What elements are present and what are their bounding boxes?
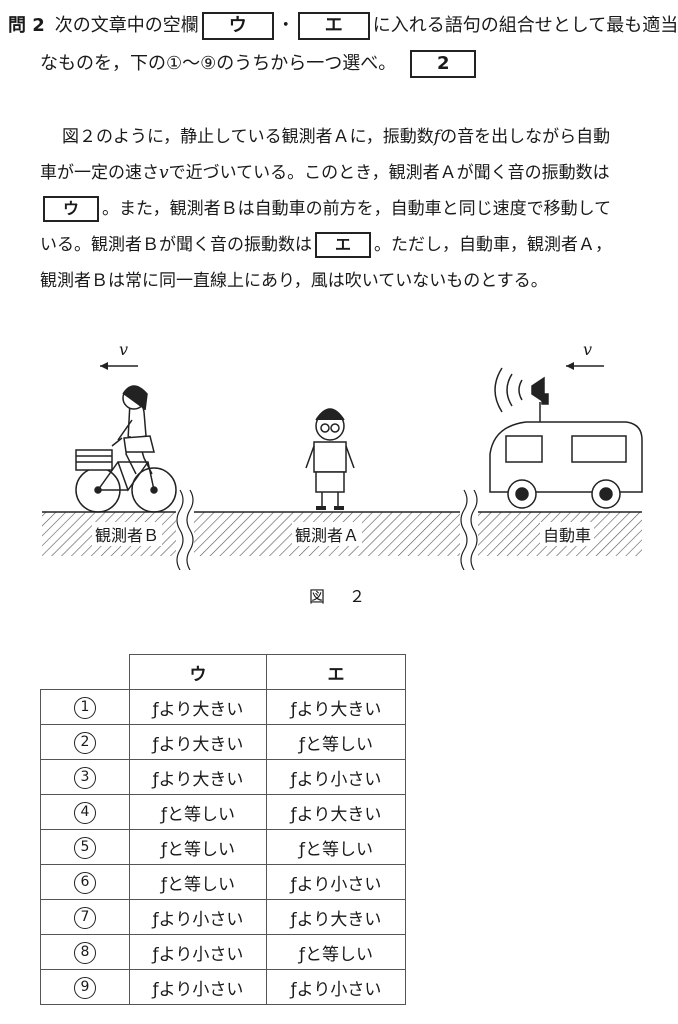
- arrow-left-observer-b: [100, 362, 138, 370]
- passage-p1-text: 図２のように，静止している観測者Ａに，振動数: [62, 127, 434, 147]
- label-car: 自動車: [540, 522, 595, 546]
- option-number-cell[interactable]: 9: [40, 969, 130, 1005]
- passage-p1-text-b: の音を出しながら自動: [440, 127, 611, 147]
- table-header-e: エ: [266, 654, 406, 690]
- option-number: 6: [74, 871, 96, 894]
- option-u-cell: ƒより大きい: [129, 724, 267, 760]
- option-e-cell: ƒより大きい: [266, 689, 406, 725]
- velocity-label-b: v: [116, 340, 132, 359]
- car-with-speaker: [489, 367, 643, 509]
- figure-2: v v 観測者Ｂ 観測者Ａ 自動車: [0, 330, 678, 571]
- option-number-cell[interactable]: 2: [40, 724, 130, 760]
- observer-b-cyclist: [75, 385, 177, 513]
- option-e-cell: ƒと等しい: [266, 934, 406, 970]
- passage-blank-e: エ: [315, 232, 371, 258]
- option-u-cell: ƒより小さい: [129, 934, 267, 970]
- option-e-cell: ƒと等しい: [266, 724, 406, 760]
- label-observer-b: 観測者Ｂ: [92, 522, 163, 546]
- passage-p2-text-b: で近づいている。このとき，観測者Ａが聞く音の振動数は: [168, 163, 610, 183]
- label-observer-a: 観測者Ａ: [292, 522, 363, 546]
- option-number: 7: [74, 906, 96, 929]
- table-header-row: ウ エ: [40, 654, 406, 690]
- option-e-cell: ƒより大きい: [266, 899, 406, 935]
- question-text-after: に入れる語句の組合せとして最も適当: [372, 15, 678, 36]
- option-number: 8: [74, 941, 96, 964]
- passage-line-1: 図２のように，静止している観測者Ａに，振動数fの音を出しながら自動: [62, 122, 678, 147]
- option-number: 1: [74, 696, 96, 719]
- option-number: 2: [74, 731, 96, 754]
- dot-separator: ・: [276, 15, 295, 36]
- observer-a-standing: [305, 408, 355, 510]
- question-line-2-text: なものを，下の①～⑨のうちから一つ選べ。: [40, 53, 397, 74]
- figure-caption: 図 ２: [308, 587, 369, 606]
- table-header-u: ウ: [129, 654, 267, 690]
- passage-p2-text-a: 車が一定の速さ: [40, 163, 159, 183]
- question-line-2: なものを，下の①～⑨のうちから一つ選べ。 2: [40, 50, 479, 78]
- question-text-before: 次の文章中の空欄: [54, 15, 199, 36]
- blank-box-e: エ: [297, 12, 370, 40]
- option-u-cell: ƒと等しい: [129, 794, 267, 830]
- passage-p4-text-b: 。ただし，自動車，観測者Ａ，: [374, 235, 612, 255]
- passage-line-5: 観測者Ｂは常に同一直線上にあり，風は吹いていないものとする。: [40, 266, 670, 291]
- answer-box[interactable]: 2: [410, 50, 477, 78]
- passage-line-3: ウ。また，観測者Ｂは自動車の前方を，自動車と同じ速度で移動して: [40, 194, 670, 222]
- option-number-cell[interactable]: 7: [40, 899, 130, 935]
- option-u-cell: ƒより大きい: [129, 759, 267, 795]
- option-u-cell: ƒと等しい: [129, 864, 267, 900]
- option-number-cell[interactable]: 4: [40, 794, 130, 830]
- velocity-label-car: v: [580, 340, 596, 359]
- frequency-symbol: f: [433, 127, 441, 147]
- passage-line-2: 車が一定の速さvで近づいている。このとき，観測者Ａが聞く音の振動数は: [40, 158, 670, 183]
- passage-p3-text: 。また，観測者Ｂは自動車の前方を，自動車と同じ速度で移動して: [102, 199, 612, 219]
- option-e-cell: ƒより小さい: [266, 759, 406, 795]
- passage-p4-text-a: いる。観測者Ｂが聞く音の振動数は: [40, 235, 312, 255]
- option-e-cell: ƒと等しい: [266, 829, 406, 865]
- option-u-cell: ƒと等しい: [129, 829, 267, 865]
- option-u-cell: ƒより小さい: [129, 969, 267, 1005]
- option-e-cell: ƒより大きい: [266, 794, 406, 830]
- passage-blank-u: ウ: [43, 196, 99, 222]
- blank-box-u: ウ: [201, 12, 274, 40]
- option-number: 3: [74, 766, 96, 789]
- option-number: 9: [74, 976, 96, 999]
- arrow-left-car: [566, 362, 604, 370]
- option-u-cell: ƒより小さい: [129, 899, 267, 935]
- question-line-1: 問 2 次の文章中の空欄ウ・エに入れる語句の組合せとして最も適当: [8, 12, 678, 40]
- question-number: 問 2: [8, 15, 45, 36]
- option-number: 5: [74, 836, 96, 859]
- option-u-cell: ƒより大きい: [129, 689, 267, 725]
- table-header-blank: [40, 654, 130, 690]
- option-number: 4: [74, 801, 96, 824]
- option-number-cell[interactable]: 1: [40, 689, 130, 725]
- option-number-cell[interactable]: 3: [40, 759, 130, 795]
- figure-illustration: [42, 362, 643, 571]
- option-number-cell[interactable]: 8: [40, 934, 130, 970]
- option-e-cell: ƒより小さい: [266, 969, 406, 1005]
- passage-line-4: いる。観測者Ｂが聞く音の振動数はエ。ただし，自動車，観測者Ａ，: [40, 230, 670, 258]
- speed-symbol: v: [159, 163, 169, 183]
- passage-p5-text: 観測者Ｂは常に同一直線上にあり，風は吹いていないものとする。: [40, 271, 548, 291]
- option-number-cell[interactable]: 5: [40, 829, 130, 865]
- option-e-cell: ƒより小さい: [266, 864, 406, 900]
- option-number-cell[interactable]: 6: [40, 864, 130, 900]
